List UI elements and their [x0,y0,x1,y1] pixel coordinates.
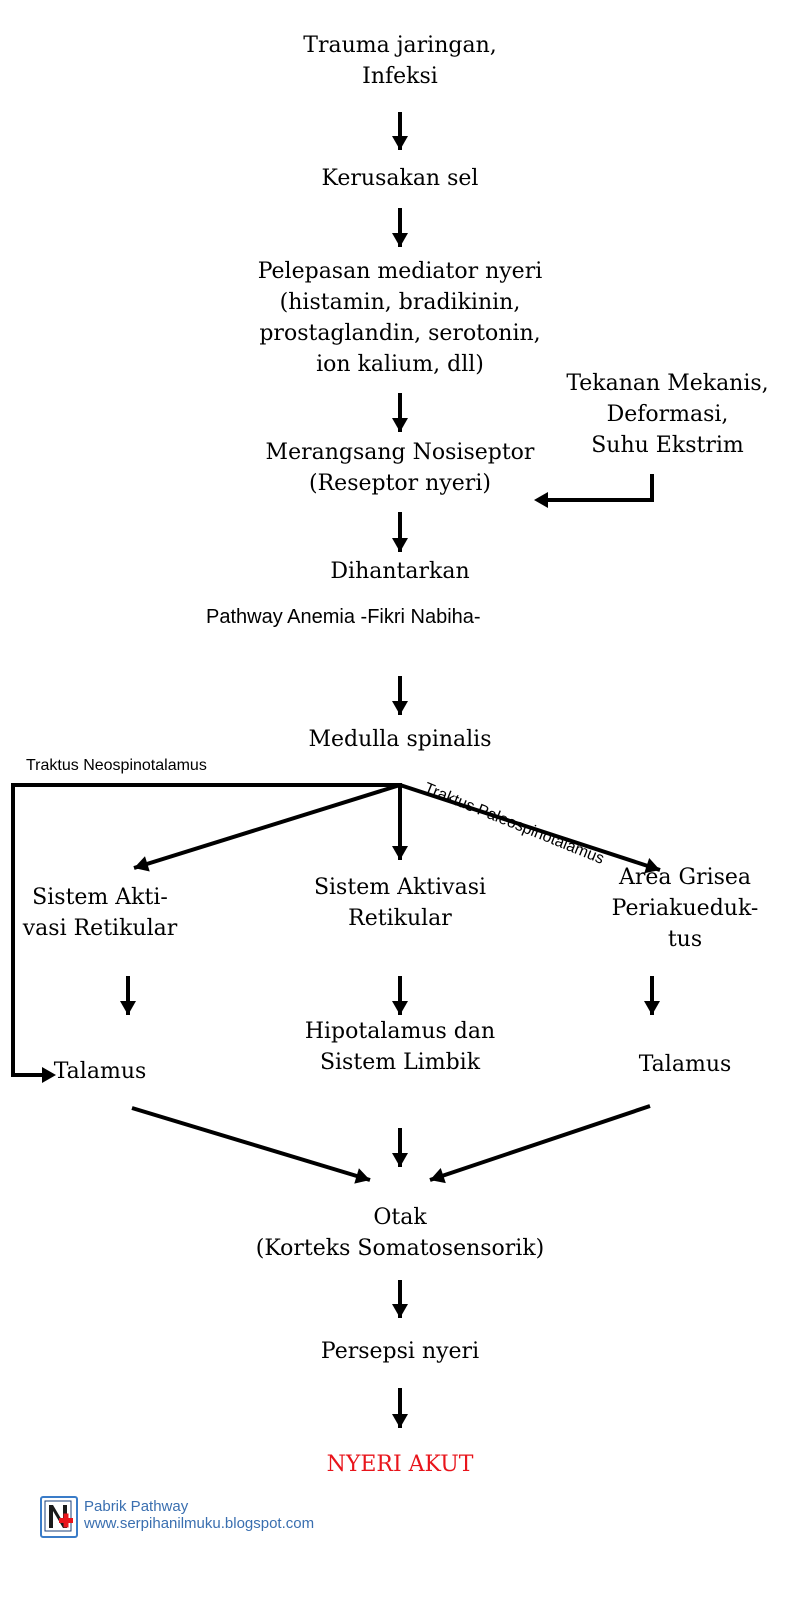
arrow-neospinotalamus-line [11,783,400,1077]
arrow-area-to-talamus-head [644,1001,660,1015]
node-tekanan-mekanis: Tekanan Mekanis,Deformasi,Suhu Ekstrim [566,371,769,458]
arrow-pelepasan-to-merangsang-head [392,418,408,432]
arrow-merangsang-to-dihantarkan-head [392,538,408,552]
node-nyeri-akut: NYERI AKUT [326,1452,474,1477]
arrow-neospinotalamus-head [42,1067,56,1083]
arrow-medulla-to-area-grisea-line [399,783,661,872]
node-dihantarkan: Dihantarkan [330,559,470,584]
node-pelepasan-mediator: Pelepasan mediator nyeri(histamin, bradi… [257,259,543,377]
arrow-medulla-to-sistem-left-line [133,783,401,870]
n-cross-logo-icon [40,1496,78,1538]
arrow-tekanan-to-merangsang-head [534,492,548,508]
node-persepsi-nyeri: Persepsi nyeri [320,1339,480,1364]
arrow-kerusakan-to-pelepasan-head [392,233,408,247]
arrow-medulla-to-area-grisea-head [644,858,660,874]
arrow-talamus-right-to-otak-line [429,1104,651,1182]
node-otak: Otak(Korteks Somatosensorik) [255,1205,545,1261]
node-talamus-left: Talamus [53,1059,147,1084]
arrow-sistem-left-to-talamus-head [120,1001,136,1015]
arrow-talamus-left-to-otak-head [354,1168,370,1184]
footer-brand: Pabrik Pathway [84,1498,189,1515]
watermark-text: Pathway Anemia -Fikri Nabiha- [206,606,481,628]
arrow-talamus-left-to-otak-line [131,1106,371,1182]
arrow-talamus-right-to-otak-head [430,1167,446,1184]
arrow-hipotalamus-to-otak-head [392,1153,408,1167]
node-merangsang-nosiseptor: Merangsang Nosiseptor(Reseptor nyeri) [265,440,535,496]
arrow-medulla-to-sistem-center-head [392,846,408,860]
node-kerusakan-sel: Kerusakan sel [321,166,479,191]
arrow-otak-to-persepsi-head [392,1304,408,1318]
node-sistem-aktivasi-left: Sistem Akti-vasi Retikular [22,885,178,941]
arrow-to-medulla-head [392,701,408,715]
node-medulla-spinalis: Medulla spinalis [308,727,492,752]
arrow-medulla-to-sistem-left-head [134,856,150,872]
footer-url[interactable]: www.serpihanilmuku.blogspot.com [84,1515,315,1532]
node-talamus-right: Talamus [638,1052,732,1077]
node-trauma: Trauma jaringan,Infeksi [303,33,497,89]
arrow-sistem-center-to-hipotalamus-head [392,1001,408,1015]
label-traktus-neospinotalamus: Traktus Neospinotalamus [26,757,207,774]
footer-text: Pabrik Pathway www.serpihanilmuku.blogsp… [84,1498,314,1532]
arrow-tekanan-to-merangsang-line [540,474,654,502]
arrow-persepsi-to-nyeri-head [392,1414,408,1428]
arrow-trauma-to-kerusakan-head [392,136,408,150]
